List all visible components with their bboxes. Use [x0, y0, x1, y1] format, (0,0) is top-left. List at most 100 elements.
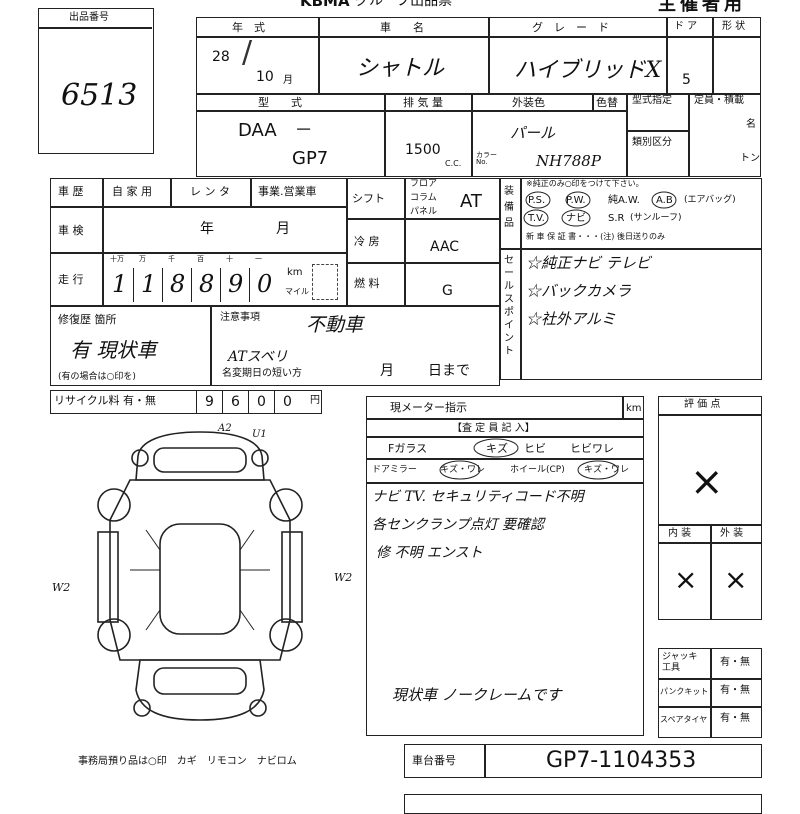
grade-label: グ レ ー ド: [532, 21, 609, 34]
equipment-circles: [523, 191, 677, 227]
recycle-digit: 6: [231, 394, 240, 410]
shift-label: シフト: [352, 192, 385, 205]
sales-point-1: ☆純正ナビ テレビ: [526, 254, 651, 272]
ac-value: AAC: [430, 239, 460, 255]
damage-mark-front-left: A2: [218, 423, 232, 434]
displacement-value: 1500: [405, 142, 441, 158]
inspector-label: 【査 定 員 記 入】: [452, 423, 535, 434]
caution-label: 注意事項: [220, 312, 260, 323]
brand-logo: KBMA: [300, 0, 350, 10]
exterior-label: 外 装: [720, 528, 744, 539]
note-line-1: ナビ TV. セキュリティコード不明: [372, 489, 584, 505]
car-name-value: シャトル: [356, 56, 445, 81]
grade-value: ハイブリッドX: [514, 58, 662, 83]
note-footer: 現状車 ノークレームです: [392, 686, 562, 704]
inspector-circles: [439, 438, 619, 480]
repair-caution-block: [50, 306, 500, 386]
car-name-label: 車 名: [380, 21, 424, 34]
mileage-digit-label: 百: [197, 255, 204, 263]
mileage-digit: 1: [112, 270, 128, 298]
rating-label: 評 価 点: [684, 399, 721, 410]
interior-value: ×: [674, 563, 698, 596]
color-no-value: NH788P: [536, 152, 601, 170]
fuel-label: 燃 料: [354, 277, 380, 290]
sales-point-3: ☆社外アルミ: [526, 310, 616, 328]
equipment-row2: T.V.: [528, 213, 545, 224]
recycle-row: [50, 390, 322, 414]
exterior-color-value: パール: [510, 124, 556, 142]
doors-value: 5: [682, 72, 691, 88]
mileage-digit-label: 十: [226, 255, 233, 263]
inspection-label: 車 検: [58, 224, 84, 237]
inspector-block: [366, 396, 644, 736]
meter-label: 現メーター指示: [390, 401, 467, 414]
history-business: 事業.営業車: [258, 185, 317, 198]
repair-label: 修復歴 箇所: [58, 313, 117, 326]
note-line-2: 各センクランプ点灯 要確認: [372, 517, 545, 533]
damage-mark-left: W2: [52, 581, 71, 594]
repair-note: (有の場合は○印を): [58, 372, 136, 382]
model-prefix: DAA －: [238, 120, 313, 141]
chassis-value: GP7-1104353: [546, 748, 697, 773]
copy-label: 主催者用: [658, 0, 746, 15]
shift-value: AT: [460, 191, 482, 212]
doors-label: ド ア: [674, 21, 698, 32]
ac-label: 冷 房: [354, 235, 380, 248]
equipment-row3: 新 車 保 証 書・・・(注) 後日送りのみ: [526, 232, 665, 241]
mileage-digit: 1: [141, 270, 157, 298]
year-label: 年 式: [232, 21, 265, 34]
lot-label: 出品番号: [69, 12, 109, 23]
category-label: 類別区分: [632, 137, 672, 148]
mileage-digit-label: 一: [255, 255, 262, 263]
note-line-3: 修 不明 エンスト: [376, 545, 483, 561]
mileage-digit: 8: [170, 270, 186, 298]
recycle-digit: 0: [283, 394, 292, 410]
body-shape-label: 形 状: [722, 21, 746, 32]
history-rental: レ ン タ: [190, 185, 230, 198]
history-block: [50, 178, 500, 306]
capacity-label: 定員・積載: [694, 95, 744, 106]
exterior-value: ×: [724, 563, 748, 596]
damage-mark-front-right: U1: [252, 429, 267, 440]
model-label: 型 式: [258, 96, 302, 109]
color-change-label: 色替: [596, 96, 618, 109]
exterior-color-label: 外装色: [512, 96, 545, 109]
chassis-label: 車台番号: [412, 754, 456, 767]
mileage-digit-label: 万: [139, 255, 146, 263]
lot-number: 6513: [61, 78, 138, 113]
recycle-digit: 0: [257, 394, 266, 410]
fuel-value: G: [442, 283, 453, 299]
equipment-note: ※純正のみ○印をつけて下さい。: [526, 179, 644, 188]
history-private: 自 家 用: [112, 185, 152, 198]
vehicle-info-grid: [196, 17, 761, 177]
equipment-label: 装備品: [504, 186, 514, 229]
mileage-digit-label: 千: [168, 255, 175, 263]
form-subtitle: グループ出品票: [355, 0, 453, 9]
recycle-digit: 9: [205, 394, 214, 410]
displacement-label: 排 気 量: [403, 96, 443, 109]
sales-point-2: ☆バックカメラ: [526, 282, 632, 300]
repair-value: 有 現状車: [70, 338, 157, 362]
chassis-row: [404, 744, 762, 778]
recycle-label: リサイクル料 有・無: [54, 394, 156, 407]
mileage-digit: 8: [199, 270, 215, 298]
month-value: 10: [256, 69, 274, 85]
mileage-digit: 0: [257, 270, 273, 298]
caution-value-top: 不動車: [306, 314, 364, 336]
equipment-row1: P.S.: [528, 195, 546, 206]
year-value: 28: [212, 49, 230, 65]
tool-spare-label: スペアタイヤ: [660, 715, 708, 724]
history-label: 車 歴: [58, 185, 84, 198]
equipment-block: [500, 178, 762, 380]
rating-value: ×: [690, 459, 724, 505]
caution-value-bottom: ATスベリ: [228, 349, 288, 365]
office-note: 事務局預り品は○印 カギ リモコン ナビロム: [78, 756, 297, 767]
mileage-label: 走 行: [58, 273, 84, 286]
sales-points-label: セールスポイント: [504, 255, 514, 357]
tool-jack-label: ジャッキ工具: [662, 652, 698, 673]
mileage-digit: 9: [228, 270, 244, 298]
interior-label: 内 装: [668, 528, 692, 539]
tool-puncture-label: パンクキット: [660, 687, 709, 696]
mileage-digit-label: 十万: [110, 255, 124, 263]
model-code: GP7: [292, 148, 329, 169]
